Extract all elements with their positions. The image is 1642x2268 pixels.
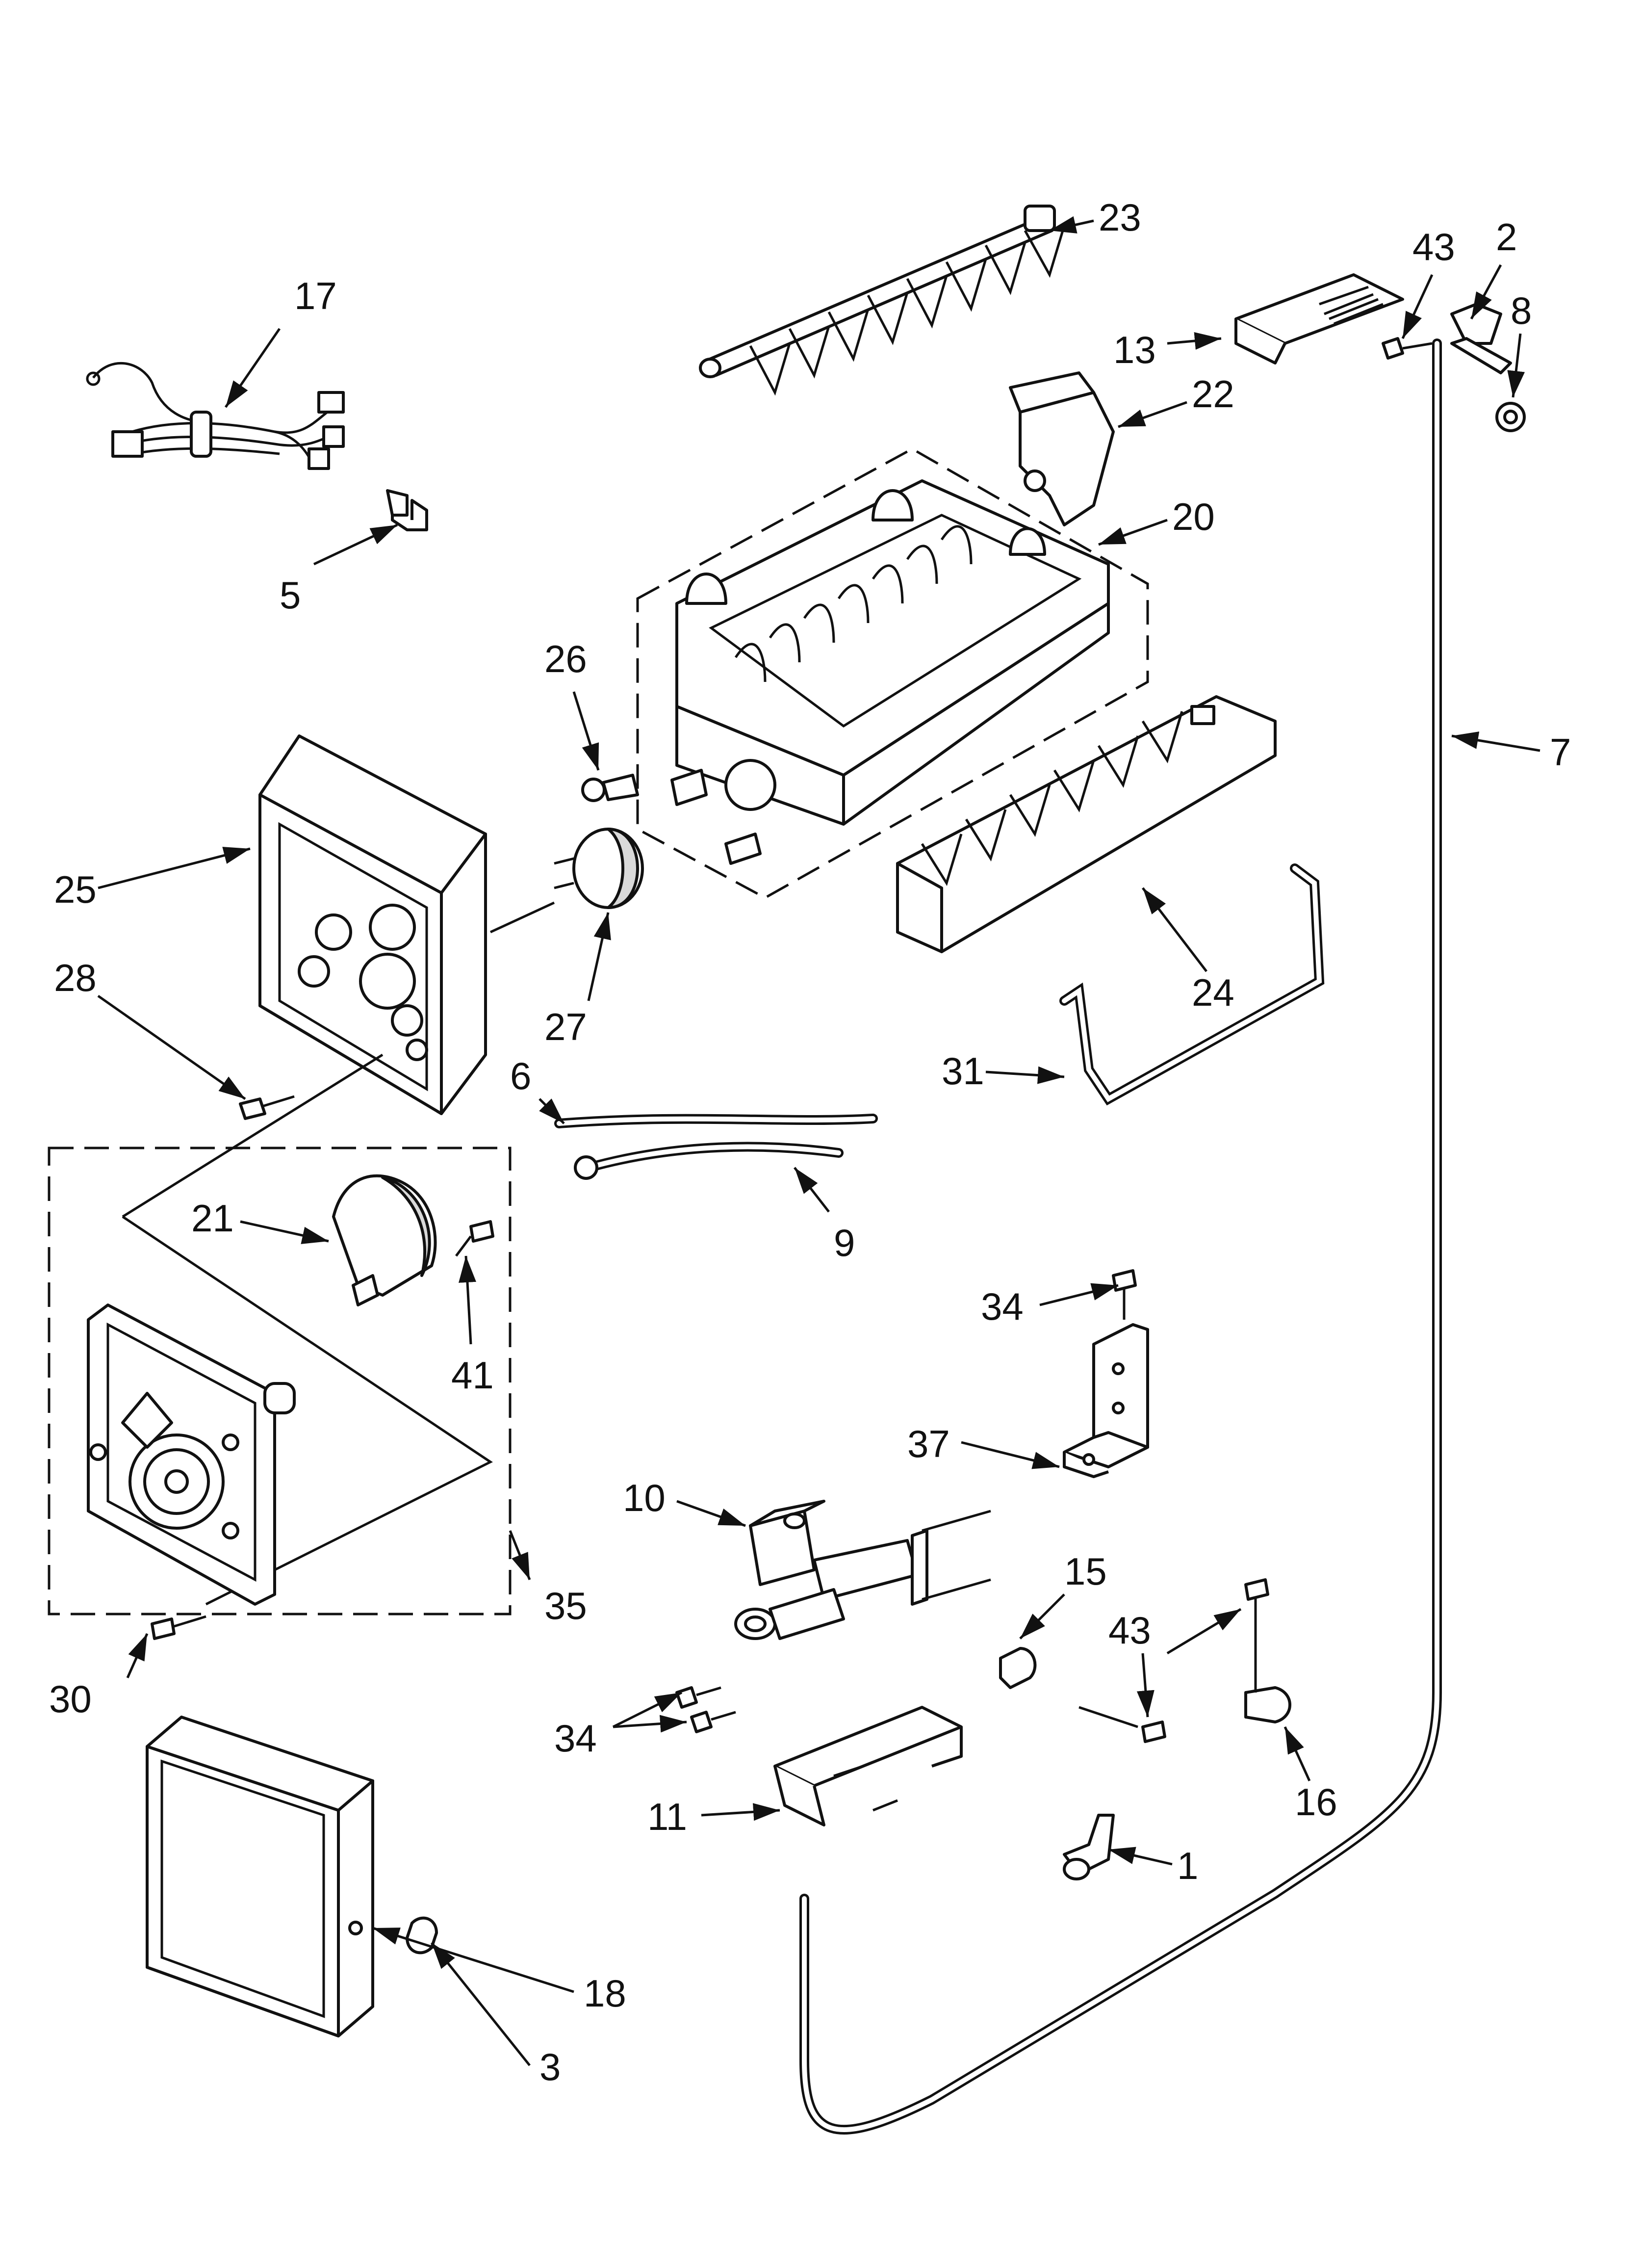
callout-10: 10 [623, 1476, 666, 1519]
callout-35: 35 [544, 1584, 587, 1627]
water-valve-part [734, 1500, 991, 1640]
callout-13: 13 [1113, 328, 1156, 371]
tube-9-part [574, 1142, 844, 1180]
callout-22: 22 [1192, 372, 1234, 416]
fitting-part [581, 774, 639, 802]
wire-arm-part [1059, 863, 1325, 1106]
projection-lines [122, 1053, 493, 1606]
callout-9: 9 [834, 1221, 855, 1264]
callout-18: 18 [584, 1972, 626, 2015]
screw-41-part [455, 1220, 494, 1257]
callout-20: 20 [1172, 495, 1215, 538]
screws-34-valve-part [675, 1686, 736, 1733]
ejector-part [699, 205, 1066, 396]
connector-line [489, 901, 555, 934]
fill-cup-part [1009, 371, 1115, 526]
washer-8-part [1495, 402, 1526, 432]
callout-15: 15 [1064, 1550, 1107, 1593]
clip-part [386, 489, 428, 531]
callout-17: 17 [294, 274, 337, 317]
thermostat-part [554, 828, 644, 909]
housing-part [258, 734, 487, 1115]
wire-harness-part [86, 362, 345, 470]
callout-28: 28 [54, 956, 97, 999]
callout-26: 26 [544, 637, 587, 680]
cover-part [146, 1716, 374, 2037]
callout-24: 24 [1192, 971, 1234, 1014]
callout-7: 7 [1550, 730, 1571, 774]
ice-stripper-part [896, 695, 1277, 953]
callout-8: 8 [1511, 289, 1532, 332]
callout-23: 23 [1099, 196, 1141, 239]
elbow-part [1063, 1814, 1115, 1880]
callout-labels: 17 23 43 2 8 13 22 20 5 26 7 25 28 27 24… [49, 196, 1571, 2088]
motor-part [332, 1174, 437, 1306]
fitting-2-part [1450, 303, 1512, 374]
callout-16: 16 [1295, 1780, 1337, 1824]
callout-27: 27 [544, 1005, 587, 1048]
callout-1: 1 [1177, 1844, 1198, 1887]
callout-34-lower: 34 [554, 1717, 597, 1760]
module-mechanism-part [87, 1303, 296, 1606]
callout-25: 25 [54, 868, 97, 911]
bracket-37-part [1063, 1323, 1149, 1478]
callout-11: 11 [647, 1795, 687, 1838]
screw-34-upper-part [1112, 1269, 1137, 1320]
callout-30: 30 [49, 1677, 92, 1721]
screw-28-part [239, 1095, 295, 1120]
screw-43-part [1078, 1706, 1166, 1743]
valve-bracket-part [773, 1706, 963, 1826]
callout-31: 31 [942, 1049, 984, 1093]
leader-arrows [97, 216, 1540, 2066]
screw-30-part [151, 1615, 206, 1640]
callout-43-lower: 43 [1108, 1609, 1151, 1652]
callout-21: 21 [191, 1197, 234, 1240]
water-tube-part [799, 339, 1442, 2135]
callout-43-top: 43 [1412, 225, 1455, 268]
clamp-16-part [1244, 1578, 1291, 1723]
callout-34-upper: 34 [981, 1285, 1024, 1328]
callout-6: 6 [510, 1054, 531, 1097]
fill-tube-part [554, 1114, 878, 1128]
ice-mold-part [670, 479, 1110, 865]
mold-dashed-outline [636, 447, 1149, 899]
callout-41: 41 [451, 1354, 494, 1397]
callout-37: 37 [907, 1422, 950, 1465]
callout-5: 5 [280, 574, 301, 617]
module-dashed-outline [48, 1147, 512, 1616]
clamp-15-part [999, 1647, 1037, 1689]
callout-3: 3 [539, 2045, 561, 2088]
screw-43-top-part [1382, 337, 1433, 360]
callout-2: 2 [1496, 215, 1517, 259]
heater-bracket-part [1234, 273, 1404, 365]
